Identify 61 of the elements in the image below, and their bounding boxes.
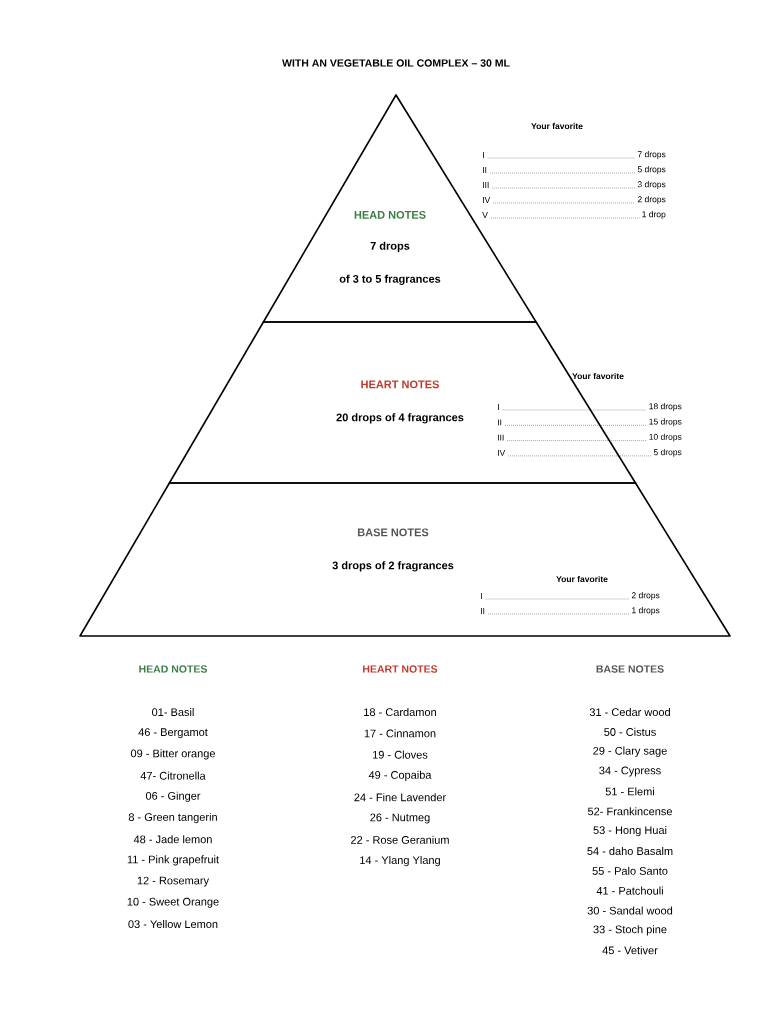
fragrance-item: 48 - Jade lemon xyxy=(133,835,212,844)
fragrance-item: 54 - daho Basalm xyxy=(587,846,673,855)
column-heading: HEART NOTES xyxy=(363,665,438,673)
fragrance-item: 24 - Fine Lavender xyxy=(354,793,446,802)
drop-count: 7 drops xyxy=(637,151,666,159)
fragrance-item: 01- Basil xyxy=(152,707,194,717)
drop-count: 15 drops xyxy=(649,418,682,427)
fragrance-item: 10 - Sweet Orange xyxy=(127,897,219,908)
roman-numeral: IV xyxy=(498,450,506,456)
drop-count: 2 drops xyxy=(631,592,660,600)
roman-numeral: II xyxy=(498,419,502,426)
drop-count: 1 drop xyxy=(642,211,666,219)
drop-count: 2 drops xyxy=(637,196,666,204)
favorite-heading: Your favorite xyxy=(531,122,583,130)
fragrance-item: 29 - Clary sage xyxy=(593,746,667,757)
roman-numeral: III xyxy=(483,182,489,188)
column-heading: HEAD NOTES xyxy=(139,665,207,673)
favorite-heading: Your favorite xyxy=(572,372,624,380)
roman-numeral: II xyxy=(481,608,485,614)
roman-numeral: III xyxy=(498,434,504,441)
roman-numeral: IV xyxy=(483,197,491,203)
title: WITH AN VEGETABLE OIL COMPLEX – 30 ML xyxy=(282,59,510,67)
fragrance-item: 49 - Copaiba xyxy=(368,770,432,782)
fragrance-item: 03 - Yellow Lemon xyxy=(128,920,218,929)
drop-count: 5 drops xyxy=(653,448,682,457)
fragrance-item: 46 - Bergamot xyxy=(138,728,208,739)
fragrance-item: 8 - Green tangerin xyxy=(128,812,217,824)
fragrance-item: 19 - Cloves xyxy=(373,750,428,759)
fragrance-item: 45 - Vetiver xyxy=(602,946,658,955)
fragrance-item: 55 - Palo Santo xyxy=(592,866,668,875)
fragrance-item: 09 - Bitter orange xyxy=(130,749,215,760)
drop-count: 10 drops xyxy=(649,433,682,442)
drop-count: 1 drops xyxy=(632,607,660,615)
roman-numeral: I xyxy=(481,593,482,599)
fragrance-item: 30 - Sandal wood xyxy=(587,906,673,915)
fragrance-item: 17 - Cinnamon xyxy=(364,729,436,738)
fragrance-item: 18 - Cardamon xyxy=(364,707,436,717)
fragrance-item: 11 - Pink grapefruit xyxy=(127,855,219,866)
fragrance-item: 33 - Stoch pine xyxy=(593,925,667,936)
fragrance-item: 06 - Ginger xyxy=(145,791,201,802)
fragrance-item: 12 - Rosemary xyxy=(137,876,209,887)
fragrance-item: 41 - Patchouli xyxy=(596,886,663,895)
fragrance-item: 34 - Cypress xyxy=(599,766,661,777)
fragrance-item: 53 - Hong Huai xyxy=(593,826,667,837)
fragrance-item: 50 - Cistus xyxy=(604,727,656,736)
fragrance-item: 26 - Nutmeg xyxy=(370,813,430,824)
drop-count: 18 drops xyxy=(649,403,682,411)
column-heading: BASE NOTES xyxy=(596,665,664,673)
fragrance-item: 22 - Rose Geranium xyxy=(351,835,449,844)
fragrance-item: 14 - Ylang Ylang xyxy=(360,856,440,867)
drop-count: 3 drops xyxy=(637,181,666,189)
roman-numeral: I xyxy=(483,152,484,158)
fragrance-item: 52- Frankincense xyxy=(587,807,672,816)
roman-numeral: V xyxy=(482,212,488,218)
fragrance-item: 47- Citronella xyxy=(140,771,206,780)
drop-count: 5 drops xyxy=(637,166,666,174)
roman-numeral: II xyxy=(483,167,487,173)
fragrance-item: 31 - Cedar wood xyxy=(589,707,670,717)
favorite-heading: Your favorite xyxy=(556,575,608,583)
fragrance-item: 51 - Elemi xyxy=(605,787,654,796)
roman-numeral: I xyxy=(498,404,499,410)
